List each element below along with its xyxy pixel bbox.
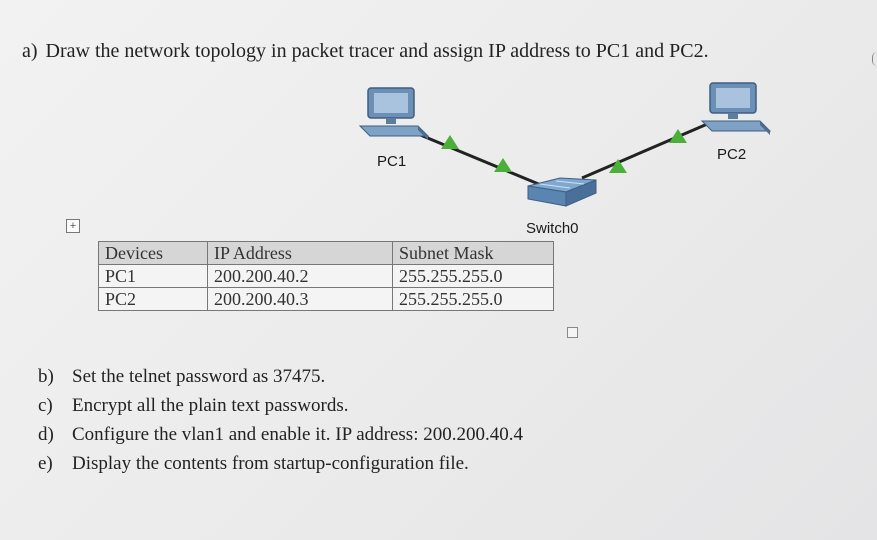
table-header-row: Devices IP Address Subnet Mask: [98, 241, 554, 265]
link-status-icon: [609, 159, 627, 173]
question-a-text: Draw the network topology in packet trac…: [45, 40, 709, 62]
pc2-label: PC2: [717, 146, 746, 163]
switch0-icon[interactable]: [527, 177, 597, 207]
pc1-icon[interactable]: [358, 87, 430, 140]
list-item: e) Display the contents from startup-conf…: [38, 449, 523, 478]
list-item: d) Configure the vlan1 and enable it. IP …: [38, 420, 523, 449]
pc2-icon[interactable]: [700, 82, 772, 135]
resize-handle-icon[interactable]: [567, 327, 578, 338]
task-text: Display the contents from startup-config…: [72, 453, 469, 474]
table-row: PC2 200.200.40.3 255.255.255.0: [98, 287, 554, 311]
link-status-icon: [669, 129, 687, 143]
task-label: c): [38, 395, 53, 416]
task-text: Encrypt all the plain text passwords.: [72, 395, 349, 416]
header-devices: Devices: [98, 241, 208, 265]
ip-address-table: Devices IP Address Subnet Mask PC1 200.2…: [98, 241, 554, 311]
cell-ip-address: 200.200.40.3: [207, 287, 393, 311]
page-edge-bracket: [872, 52, 877, 66]
link-status-icon: [494, 158, 512, 172]
cell-ip-address: 200.200.40.2: [207, 264, 393, 288]
cell-device: PC1: [98, 264, 208, 288]
header-ip-address: IP Address: [207, 241, 393, 265]
header-subnet-mask: Subnet Mask: [392, 241, 554, 265]
switch0-label: Switch0: [526, 220, 579, 237]
cell-device: PC2: [98, 287, 208, 311]
list-item: c) Encrypt all the plain text passwords.: [38, 391, 523, 420]
question-a-label: a): [22, 40, 38, 62]
pc1-label: PC1: [377, 153, 406, 170]
task-text: Configure the vlan1 and enable it. IP ad…: [72, 424, 523, 445]
task-label: e): [38, 453, 53, 474]
link-pc1-switch: [417, 132, 554, 192]
list-item: b) Set the telnet password as 37475.: [38, 362, 523, 391]
question-a: a) Draw the network topology in packet tr…: [22, 40, 709, 63]
link-switch-pc2: [581, 120, 713, 180]
table-row: PC1 200.200.40.2 255.255.255.0: [98, 264, 554, 288]
task-label: b): [38, 366, 54, 387]
cell-subnet-mask: 255.255.255.0: [392, 287, 554, 311]
task-list: b) Set the telnet password as 37475. c) En…: [38, 362, 523, 478]
link-status-icon: [441, 135, 459, 149]
cell-subnet-mask: 255.255.255.0: [392, 264, 554, 288]
task-text: Set the telnet password as 37475.: [72, 366, 326, 387]
task-label: d): [38, 424, 54, 445]
expand-plus-icon[interactable]: +: [66, 219, 80, 233]
